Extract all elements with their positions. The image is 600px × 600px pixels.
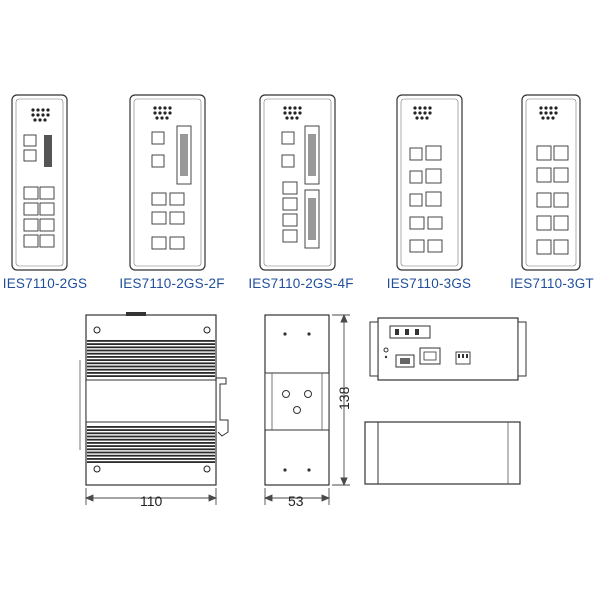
logo-mark <box>44 135 52 167</box>
heatsink-fin <box>87 368 215 371</box>
width-dimension-line <box>84 488 218 505</box>
sfp-port <box>23 134 37 147</box>
vent-holes <box>153 106 172 120</box>
rj45-ports <box>23 186 55 248</box>
rear-view-heatsink <box>79 312 229 486</box>
screw <box>203 326 211 334</box>
heatsink-fin <box>87 442 215 444</box>
screw <box>283 332 287 336</box>
ground-screw <box>383 347 389 353</box>
model-label-ies7110-2gs-4f: IES7110-2GS-4F <box>248 276 354 291</box>
din-clip <box>216 377 229 437</box>
heatsink-fin <box>87 454 215 457</box>
rj45-ports <box>409 216 443 253</box>
heatsink-fin <box>87 451 215 454</box>
rj45-ports <box>151 192 185 250</box>
depth-dimension-line <box>263 488 331 505</box>
vent-holes <box>539 106 558 120</box>
device-front-2gs-4f <box>259 94 336 271</box>
vent-holes <box>413 106 432 120</box>
sfp-port <box>151 131 165 145</box>
sfp-port <box>281 131 295 145</box>
usb-port <box>395 354 415 368</box>
fiber-port <box>304 189 320 249</box>
heatsink-fin <box>87 445 215 447</box>
heatsink-fin <box>87 352 215 355</box>
screw <box>293 406 301 414</box>
model-label-ies7110-2gs: IES7110-2GS <box>2 276 88 291</box>
heatsink-fin <box>87 375 215 377</box>
device-front-3gt <box>521 94 581 271</box>
terminal-block <box>389 325 431 339</box>
model-label-ies7110-3gs: IES7110-3GS <box>386 276 472 291</box>
side-view <box>264 314 330 486</box>
depth-dimension-label: 53 <box>288 493 304 509</box>
heatsink-fin <box>87 359 215 361</box>
height-dimension-line <box>332 313 350 487</box>
top-view <box>369 317 527 381</box>
screw <box>304 390 312 398</box>
bottom-view <box>364 421 521 485</box>
heatsink-fin <box>87 356 215 358</box>
rj45-ports <box>536 145 569 255</box>
width-dimension-label: 110 <box>140 493 163 509</box>
model-label-ies7110-3gt: IES7110-3GT <box>510 276 594 291</box>
combo-ports <box>409 145 442 207</box>
heatsink-fin <box>87 435 215 438</box>
heatsink-fins-top <box>87 340 215 377</box>
heatsink-fin <box>87 438 215 441</box>
device-front-3gs <box>396 94 463 271</box>
model-label-ies7110-2gs-2f: IES7110-2GS-2F <box>119 276 225 291</box>
sfp-port <box>23 149 37 162</box>
screw <box>283 468 287 472</box>
heatsink-fin <box>87 448 215 451</box>
height-dimension-label: 138 <box>336 386 352 410</box>
device-front-2gs <box>11 94 68 271</box>
screw <box>307 468 311 472</box>
heatsink-fin <box>87 362 215 365</box>
screw <box>93 465 101 473</box>
heatsink-fin <box>87 343 215 345</box>
dip-switch <box>455 351 471 365</box>
fiber-port <box>304 125 320 185</box>
screw <box>93 326 101 334</box>
heatsink-fin <box>87 340 215 342</box>
console-port <box>419 347 441 365</box>
sfp-port <box>151 154 165 168</box>
device-front-2gs-2f <box>129 94 206 271</box>
heatsink-fin <box>87 365 215 368</box>
heatsink-fin <box>87 372 215 374</box>
heatsink-fin <box>87 458 215 460</box>
heatsink-fin <box>87 346 215 349</box>
screw <box>282 390 290 398</box>
vent-holes <box>283 106 302 120</box>
heatsink-fin <box>87 432 215 435</box>
heatsink-fin <box>87 349 215 352</box>
fiber-port <box>176 125 192 185</box>
heatsink-fins-bottom <box>87 426 215 463</box>
screw <box>203 465 211 473</box>
screw <box>307 332 311 336</box>
vent-holes <box>31 108 50 122</box>
rj45-ports <box>282 181 298 243</box>
sfp-port <box>281 154 295 168</box>
heatsink-fin <box>87 429 215 431</box>
heatsink-fin <box>87 426 215 428</box>
heatsink-fin <box>87 461 215 463</box>
